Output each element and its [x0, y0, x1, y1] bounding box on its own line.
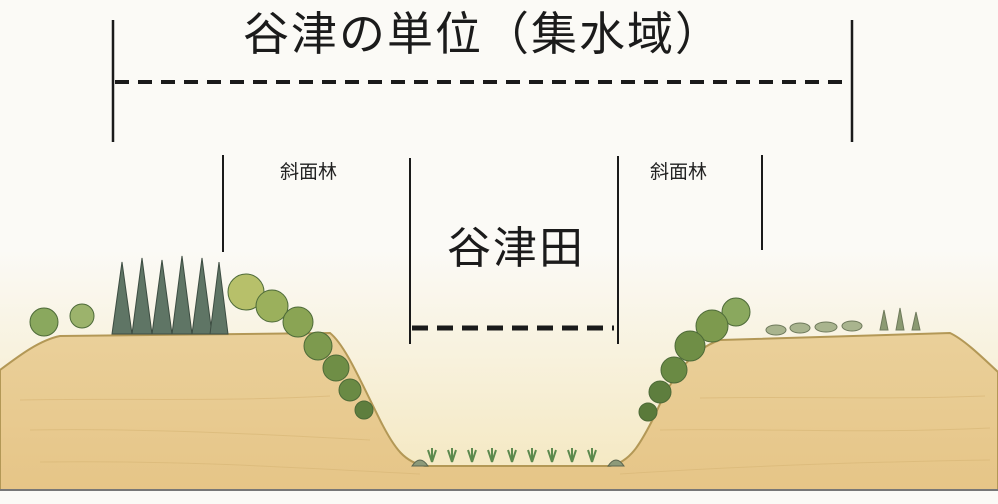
- paddy-levees: [411, 459, 625, 467]
- diagram-title: 谷津の単位（集水域）: [243, 7, 723, 61]
- paddy-plants: [427, 448, 597, 463]
- soil-strata: [19, 395, 991, 475]
- broadleaf-trees-left: [29, 273, 374, 420]
- cedar-trees-left: [111, 255, 229, 335]
- valley-paddy-label: 谷津田: [447, 223, 585, 274]
- broadleaf-trees-right: [638, 297, 751, 422]
- right-slope-forest-label: 斜面林: [650, 161, 708, 183]
- slope-forest-markers: [222, 155, 763, 344]
- catchment-bracket: [111, 20, 854, 142]
- plateau-vegetation-right: [765, 307, 921, 336]
- left-slope-forest-label: 斜面林: [280, 161, 338, 183]
